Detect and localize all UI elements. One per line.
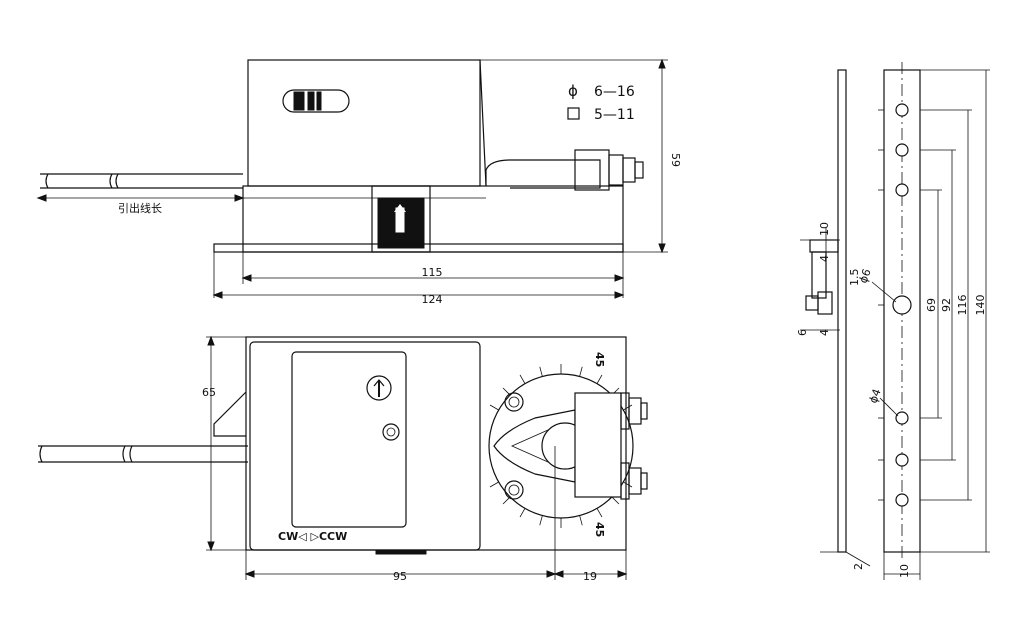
- scale-tick: [623, 404, 633, 411]
- dial-screw-top: [504, 392, 524, 412]
- scale-tick: [519, 374, 526, 384]
- dim-1-5: 1.5: [848, 269, 861, 287]
- dim-6: 6: [796, 329, 809, 336]
- dim-92: 92: [940, 298, 953, 312]
- square-shaft-symbol: [567, 107, 580, 120]
- bracket-hole: [892, 295, 912, 315]
- clamp-bracket: [574, 392, 622, 498]
- dia-4-label: ϕ4: [867, 387, 884, 405]
- bracket-hole: [895, 103, 909, 117]
- position-indicator-window: [282, 89, 350, 113]
- length-115-label: 115: [422, 266, 443, 279]
- bracket-hole: [895, 453, 909, 467]
- bracket-plate-side: [837, 69, 847, 553]
- dim-116: 116: [956, 295, 969, 316]
- bracket-hole: [895, 493, 909, 507]
- scale-tick: [596, 508, 603, 518]
- scale-tick: [489, 481, 499, 488]
- bracket-dimensions: 69 92 116 140 2 10: [820, 69, 990, 580]
- dia-6-label: ϕ6: [857, 267, 874, 285]
- adjust-screw: [382, 423, 400, 441]
- scale-tick: [539, 515, 543, 526]
- scale-ticks: [489, 364, 633, 528]
- rotation-knob: [366, 375, 392, 401]
- bracket-hole: [895, 411, 909, 425]
- scale-tick: [489, 404, 499, 411]
- length-124-label: 124: [422, 293, 443, 306]
- bracket-hole: [895, 183, 909, 197]
- scale-tick: [611, 496, 620, 505]
- dim-140: 140: [974, 295, 987, 316]
- actuator-cover: [247, 59, 481, 187]
- mounting-foot: [213, 243, 624, 253]
- round-shaft-symbol: ϕ: [568, 82, 578, 100]
- dim-69: 69: [925, 298, 938, 312]
- dim-2: 2: [852, 563, 865, 570]
- bracket-hole: [895, 143, 909, 157]
- round-shaft-range: 6—16: [594, 84, 635, 100]
- width-19-label: 19: [583, 570, 597, 583]
- lead-length-label: 引出线长: [118, 201, 162, 215]
- bracket-holes: [878, 103, 912, 507]
- dim-4b: 4: [818, 329, 831, 336]
- scale-tick: [539, 366, 543, 377]
- front-cover: [249, 341, 481, 551]
- scale-tick: [519, 508, 526, 518]
- bracket-view: 10 4 1.5 6 4 ϕ6 ϕ4 69 92 116: [796, 62, 990, 580]
- scale-tick: [596, 374, 603, 384]
- angle-45-bottom: 45: [593, 522, 606, 537]
- mounting-tab: [213, 391, 247, 437]
- dim-4: 4: [818, 255, 831, 262]
- height-59-label: 59: [669, 153, 682, 167]
- dial-screw-bottom: [504, 480, 524, 500]
- width-95-label: 95: [393, 570, 407, 583]
- dim-10-bottom: 10: [898, 564, 911, 578]
- scale-tick: [623, 481, 633, 488]
- angle-45-top: 45: [593, 352, 606, 367]
- shaft-spec: ϕ 6—16 5—11: [567, 82, 635, 123]
- actuator-base: [242, 185, 624, 253]
- front-view: CW◁ ▷CCW 45 45 65: [38, 335, 648, 583]
- scale-tick: [579, 366, 583, 377]
- cable-top: [40, 173, 243, 189]
- rotation-direction-label: CW◁ ▷CCW: [278, 530, 347, 543]
- square-shaft-range: 5—11: [594, 107, 635, 123]
- scale-tick: [579, 515, 583, 526]
- dim-10-top: 10: [818, 222, 831, 236]
- clamp-block: [574, 149, 610, 191]
- label-panel: [291, 351, 407, 528]
- top-view: 引出线长 59 115 124: [36, 58, 682, 306]
- cable-front: [38, 445, 248, 463]
- height-65-label: 65: [202, 386, 216, 399]
- clamp-arm: [485, 159, 601, 189]
